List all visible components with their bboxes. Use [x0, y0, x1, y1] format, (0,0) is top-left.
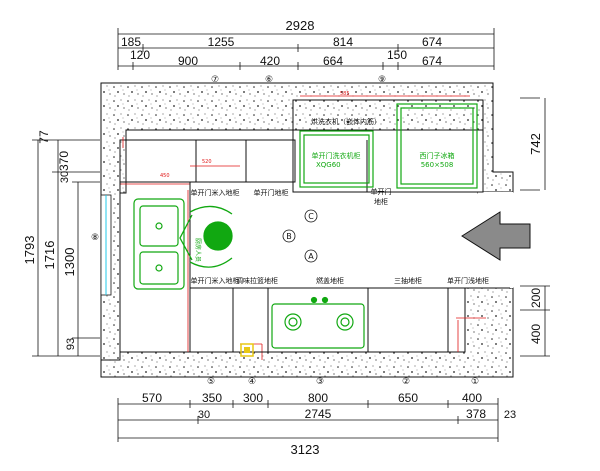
svg-text:④: ④: [248, 377, 256, 387]
dim-right-742: 742: [528, 133, 543, 155]
svg-text:②: ②: [402, 377, 410, 387]
dim-bottom-570: 570: [142, 391, 162, 405]
label-washer-model: XQG60: [316, 161, 341, 169]
dim-bottom-2745: 2745: [305, 407, 332, 421]
center-markers: [282, 209, 318, 263]
left-counter: [119, 181, 191, 353]
label-washer-cabinet: 单开门洗衣机柜: [312, 151, 361, 160]
svg-text:⑦: ⑦: [211, 75, 219, 85]
red-value-1: 450: [160, 173, 170, 179]
dim-left-93: 93: [65, 338, 77, 350]
label-lower-1: 单开门米入地柜: [191, 276, 240, 285]
svg-text:⑤: ⑤: [207, 377, 215, 387]
dim-top-185: 185: [121, 35, 141, 49]
fridge: [396, 103, 478, 189]
label-washer-area: 烘洗衣机（嵌体内筋）: [311, 117, 381, 126]
dim-left-1300: 1300: [62, 248, 77, 277]
dim-left-1793: 1793: [22, 236, 37, 265]
label-lower-4: 三抽地柜: [394, 276, 422, 285]
svg-text:⑥: ⑥: [265, 75, 273, 85]
bottom-circled-markers: ⑤ ④ ③ ② ①: [207, 377, 479, 387]
dim-bottom-300: 300: [243, 391, 263, 405]
red-value-3: 585: [340, 91, 350, 97]
label-lower-2: 调味拉篮地柜: [236, 276, 278, 285]
label-lower-5: 单开门浅地柜: [447, 276, 489, 285]
dim-left-77: 77: [37, 130, 51, 144]
label-fridge-size: 560×508: [421, 161, 454, 169]
dim-bottom-800: 800: [308, 391, 328, 405]
label-fridge: 西门子冰箱: [420, 151, 455, 160]
top-dimensions: [117, 28, 495, 70]
dim-bottom-378: 378: [466, 407, 486, 421]
walls: [100, 82, 514, 378]
label-person: 厨房人员: [194, 238, 202, 262]
left-dimensions: [32, 139, 100, 357]
entrance-arrow-icon: [461, 211, 531, 261]
red-marks: [120, 95, 486, 360]
lower-cabinets: [189, 287, 510, 353]
label-upper-right-1: 单开门: [371, 187, 392, 196]
top-circled-markers: ⑦ ⑥ ⑨: [211, 75, 386, 85]
dim-bottom-400: 400: [462, 391, 482, 405]
washing-machine: [299, 130, 374, 188]
marker-c: C: [308, 212, 314, 221]
dim-bottom-350: 350: [202, 391, 222, 405]
dim-top-900: 900: [178, 54, 198, 68]
dim-top-814: 814: [333, 35, 353, 49]
dim-right-200: 200: [529, 288, 543, 308]
svg-text:③: ③: [316, 377, 324, 387]
label-upper-right-2: 地柜: [374, 197, 388, 206]
right-dimensions: [520, 97, 550, 357]
gas-hob: [271, 296, 365, 349]
dim-top-total: 2928: [286, 18, 315, 33]
person-figure: [179, 205, 233, 268]
dim-top-664: 664: [323, 54, 343, 68]
dim-bottom-650: 650: [398, 391, 418, 405]
label-upper-left: 单开门米入地柜: [191, 188, 240, 197]
dim-right-400: 400: [529, 324, 543, 344]
dim-left-30: 30: [59, 171, 71, 183]
dim-top-120: 120: [130, 48, 150, 62]
left-circled-marker: ⑧: [91, 233, 99, 243]
red-value-2: 520: [202, 159, 212, 165]
dim-top-1255: 1255: [208, 35, 235, 49]
yellow-box: [240, 343, 254, 357]
dim-top-150: 150: [387, 48, 407, 62]
label-lower-3: 燃盖地柜: [316, 276, 344, 285]
label-upper-mid: 单开门地柜: [254, 188, 289, 197]
bottom-dimensions: [117, 398, 499, 442]
dim-left-1716: 1716: [42, 241, 57, 270]
svg-text:①: ①: [471, 377, 479, 387]
marker-b: B: [286, 232, 292, 241]
dim-left-370: 370: [57, 151, 71, 171]
svg-text:⑨: ⑨: [378, 75, 386, 85]
marker-a: A: [308, 252, 314, 261]
dim-bottom-30: 30: [198, 409, 210, 421]
dim-top-420: 420: [260, 54, 280, 68]
sink: [133, 198, 185, 290]
dim-bottom-total: 3123: [291, 442, 320, 457]
dim-bottom-23: 23: [504, 409, 516, 421]
dim-top-674b: 674: [422, 54, 442, 68]
dim-top-674: 674: [422, 35, 442, 49]
